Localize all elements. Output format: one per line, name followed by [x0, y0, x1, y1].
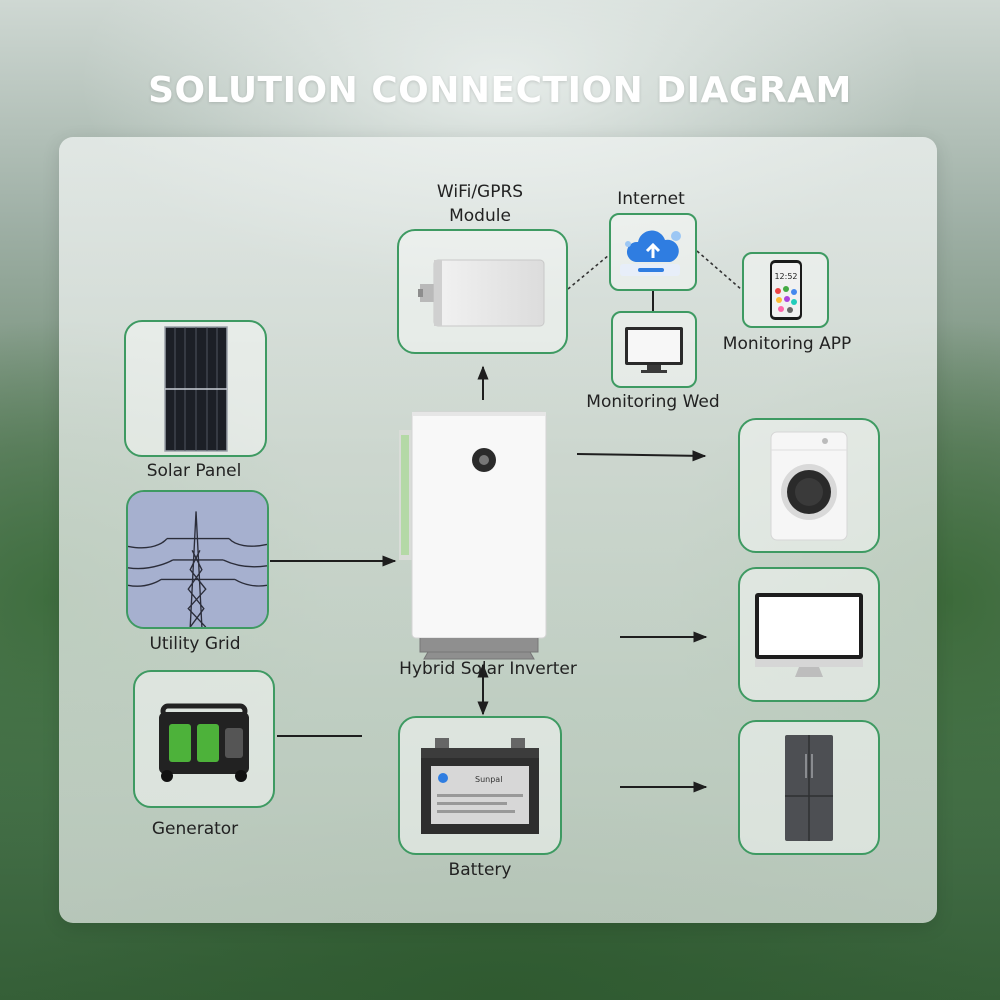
internet-box: [609, 213, 697, 291]
internet-label: Internet: [617, 189, 685, 209]
inverter-icon: [399, 411, 547, 660]
utility-grid-box: [126, 490, 269, 629]
battery-box: Sunpal: [398, 716, 562, 855]
monitoring-app-label: Monitoring APP: [722, 334, 852, 354]
solar-panel-label: Solar Panel: [146, 461, 242, 481]
utility-grid-label: Utility Grid: [149, 634, 241, 654]
wifi-module-box: [397, 229, 568, 354]
cloud-upload-icon: [620, 230, 681, 276]
refrigerator-icon: [785, 734, 833, 841]
wifi-module-label-2: Module: [449, 206, 511, 226]
generator-icon: [159, 703, 249, 782]
computer-box: [738, 567, 880, 702]
monitor-icon: [625, 326, 683, 373]
inverter-unit: [398, 410, 548, 660]
refrigerator-box: [738, 720, 880, 855]
solar-panel-box: [124, 320, 267, 457]
monitoring-app-box: 12:52: [742, 252, 829, 328]
battery-icon: Sunpal: [421, 737, 539, 834]
computer-icon: [755, 592, 863, 677]
phone-time: 12:52: [774, 272, 797, 281]
battery-label: Battery: [448, 860, 512, 880]
wifi-dongle-icon: [417, 259, 544, 326]
monitoring-web-box: [611, 311, 697, 388]
power-pylon-icon: [128, 492, 267, 627]
generator-box: [133, 670, 275, 808]
washing-machine-box: [738, 418, 880, 553]
washing-machine-icon: [770, 431, 848, 540]
battery-brand: Sunpal: [475, 775, 502, 784]
diagram-title: SOLUTION CONNECTION DIAGRAM: [148, 70, 852, 111]
inverter-label: Hybrid Solar Inverter: [399, 659, 577, 679]
wifi-module-label-1: WiFi/GPRS: [436, 182, 524, 202]
monitoring-web-label: Monitoring Wed: [586, 392, 720, 412]
smartphone-icon: 12:52: [769, 260, 802, 320]
solar-panel-icon: [163, 325, 228, 452]
generator-label: Generator: [151, 819, 239, 839]
